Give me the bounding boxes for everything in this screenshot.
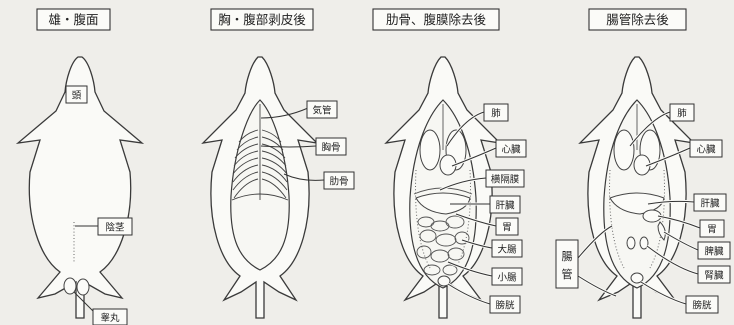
label-heart: 心臓 [696, 145, 716, 156]
label-liver: 肝臓 [700, 199, 720, 210]
testis-left [64, 278, 76, 294]
label-intestine-1: 腸 [562, 250, 573, 263]
label-rib: 肋骨 [329, 176, 348, 188]
lung-left-shape [614, 130, 634, 170]
label-trachea: 気管 [312, 105, 331, 117]
label-large-intestine: 大腸 [497, 244, 517, 256]
panel-3-title: 肋骨、腹膜除去後 [386, 12, 487, 27]
label-bladder: 膀胱 [692, 300, 712, 312]
label-sternum: 胸骨 [321, 142, 340, 154]
label-kidney: 腎臓 [704, 271, 724, 282]
label-diaphragm: 横隔膜 [491, 174, 520, 186]
label-stomach: 胃 [502, 223, 512, 234]
label-intestine-2: 管 [562, 267, 573, 281]
panel-2-skinned: 胸・腹部剥皮後 気管 胸骨 [203, 9, 354, 318]
kidney-left-shape [627, 237, 635, 249]
label-stomach: 胃 [707, 225, 717, 236]
label-head: 頭 [72, 91, 82, 102]
panel-1-title: 雄・腹面 [48, 12, 98, 27]
bladder-shape [631, 273, 643, 283]
panel-4-title: 腸管除去後 [606, 12, 669, 27]
panel-4-no-intestine: 腸管除去後 肺 心臓 肝臓 胃 脾臓 [556, 9, 730, 318]
panel-2-title: 胸・腹部剥皮後 [218, 12, 306, 27]
label-heart: 心臓 [501, 145, 521, 156]
label-liver: 肝臓 [495, 201, 515, 212]
label-testis: 睾丸 [100, 312, 120, 324]
label-spleen: 脾臓 [704, 246, 724, 258]
label-lung: 肺 [491, 109, 501, 120]
lung-left-shape [420, 130, 440, 170]
testis-right [77, 279, 89, 295]
label-small-intestine: 小腸 [497, 273, 517, 284]
label-bladder: 膀胱 [495, 300, 515, 312]
label-lung: 肺 [677, 109, 687, 120]
panel-3-organs: 肋骨、腹膜除去後 肺 心 [373, 9, 526, 318]
label-penis: 陰茎 [105, 222, 125, 234]
panel-1-male-ventral: 雄・腹面 頭 陰茎 睾丸 [18, 9, 142, 325]
